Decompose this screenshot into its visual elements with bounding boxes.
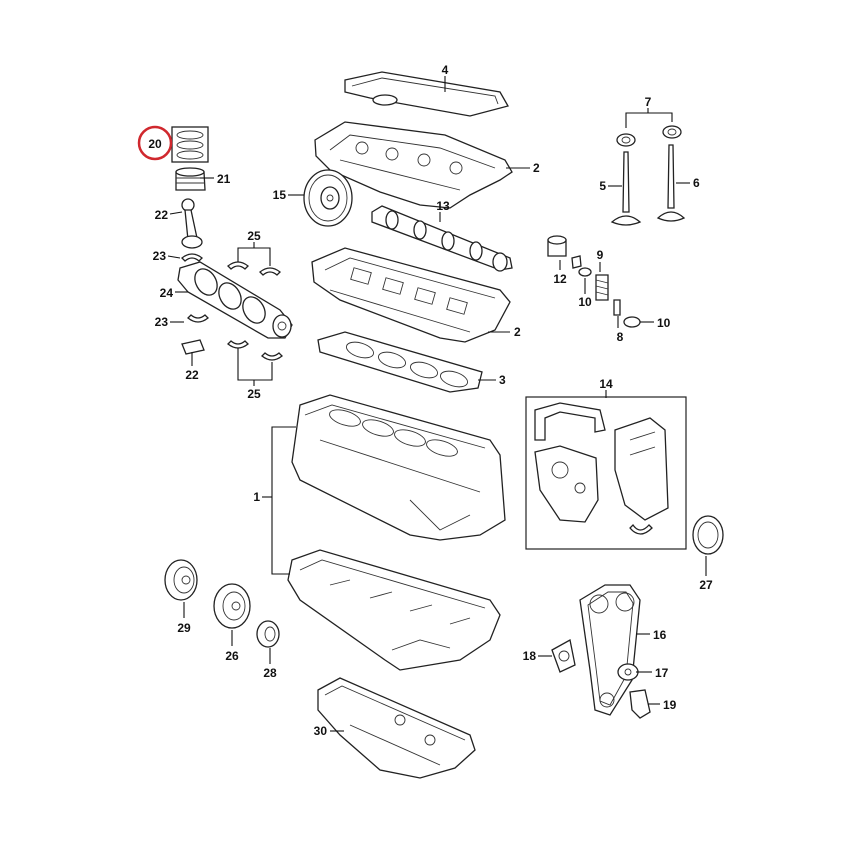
callout-22-cap: 22 bbox=[185, 368, 199, 382]
callout-19: 19 bbox=[663, 698, 677, 712]
callout-5: 5 bbox=[599, 179, 606, 193]
crankshaft bbox=[177, 261, 293, 339]
rod-cap bbox=[181, 339, 205, 355]
callout-labels: 4 2 15 13 2 3 1 7 5 6 12 9 10 8 10 14 27… bbox=[137, 63, 713, 738]
callout-17: 17 bbox=[655, 666, 669, 680]
main-bearing-lower-right bbox=[261, 352, 283, 361]
rod-bearing-upper bbox=[181, 253, 203, 262]
main-bearing-upper-right bbox=[259, 267, 281, 276]
main-bearing-upper-left bbox=[227, 261, 249, 270]
timing-cover-seal bbox=[629, 523, 653, 535]
harmonic-balancer bbox=[213, 583, 251, 629]
callout-15: 15 bbox=[273, 188, 287, 202]
timing-cover-upper bbox=[534, 402, 606, 441]
callout-30: 30 bbox=[314, 724, 328, 738]
callout-22-rod: 22 bbox=[155, 208, 169, 222]
callout-2-cover: 2 bbox=[533, 161, 540, 175]
callout-21: 21 bbox=[217, 172, 231, 186]
callout-3: 3 bbox=[499, 373, 506, 387]
callout-12: 12 bbox=[553, 272, 567, 286]
callout-10-lower: 10 bbox=[657, 316, 671, 330]
piston-rings bbox=[171, 126, 209, 163]
callout-20: 20 bbox=[148, 137, 162, 151]
water-pump-pulley bbox=[551, 638, 576, 673]
callout-16: 16 bbox=[653, 628, 667, 642]
spring-seat bbox=[623, 316, 641, 328]
callout-4: 4 bbox=[442, 63, 449, 77]
timing-cover-inner bbox=[534, 445, 599, 523]
valve-spring bbox=[595, 274, 609, 301]
timing-cover-outer bbox=[614, 417, 669, 521]
rod-bearing-lower bbox=[187, 314, 209, 323]
callout-25-lower: 25 bbox=[247, 387, 261, 401]
valve-guide bbox=[613, 299, 621, 316]
head-gasket bbox=[317, 331, 483, 393]
valve-retainer bbox=[578, 267, 592, 277]
lower-block-bedplate bbox=[287, 549, 501, 671]
intake-valve bbox=[610, 151, 642, 226]
crankshaft-pulley bbox=[164, 559, 198, 601]
valve-cover-gasket bbox=[344, 71, 509, 117]
crankshaft-front-seal bbox=[692, 515, 724, 555]
tensioner-idler bbox=[256, 620, 280, 648]
callout-14: 14 bbox=[599, 377, 613, 391]
callout-23-lower: 23 bbox=[155, 315, 169, 329]
callout-7: 7 bbox=[645, 95, 652, 109]
callout-25-upper: 25 bbox=[247, 229, 261, 243]
belt-tensioner bbox=[617, 663, 639, 681]
callout-28: 28 bbox=[263, 666, 277, 680]
piston bbox=[175, 167, 206, 191]
callout-10-upper: 10 bbox=[578, 295, 592, 309]
leader-lines bbox=[167, 76, 707, 732]
tensioner-bracket bbox=[629, 689, 651, 719]
callout-20-highlight-ring bbox=[137, 125, 173, 161]
camshaft bbox=[371, 205, 513, 272]
exhaust-valve bbox=[656, 144, 686, 222]
hydraulic-lifter bbox=[547, 235, 567, 257]
callout-2-head: 2 bbox=[514, 325, 521, 339]
callout-26: 26 bbox=[225, 649, 239, 663]
callout-18: 18 bbox=[523, 649, 537, 663]
main-bearing-lower-left bbox=[227, 340, 249, 349]
callout-29: 29 bbox=[177, 621, 191, 635]
callout-13: 13 bbox=[436, 199, 450, 213]
callout-1: 1 bbox=[253, 490, 260, 504]
cylinder-head bbox=[311, 247, 511, 343]
valve-stem-seals bbox=[616, 125, 682, 147]
callout-9: 9 bbox=[597, 248, 604, 262]
oil-pan bbox=[317, 677, 476, 779]
callout-6: 6 bbox=[693, 176, 700, 190]
cam-sprocket bbox=[303, 169, 353, 227]
engine-block bbox=[291, 394, 506, 541]
callout-27: 27 bbox=[699, 578, 713, 592]
callout-8: 8 bbox=[617, 330, 624, 344]
valve-keeper bbox=[571, 255, 582, 269]
callout-24: 24 bbox=[160, 286, 174, 300]
connecting-rod bbox=[181, 198, 203, 249]
callout-23-upper: 23 bbox=[153, 249, 167, 263]
